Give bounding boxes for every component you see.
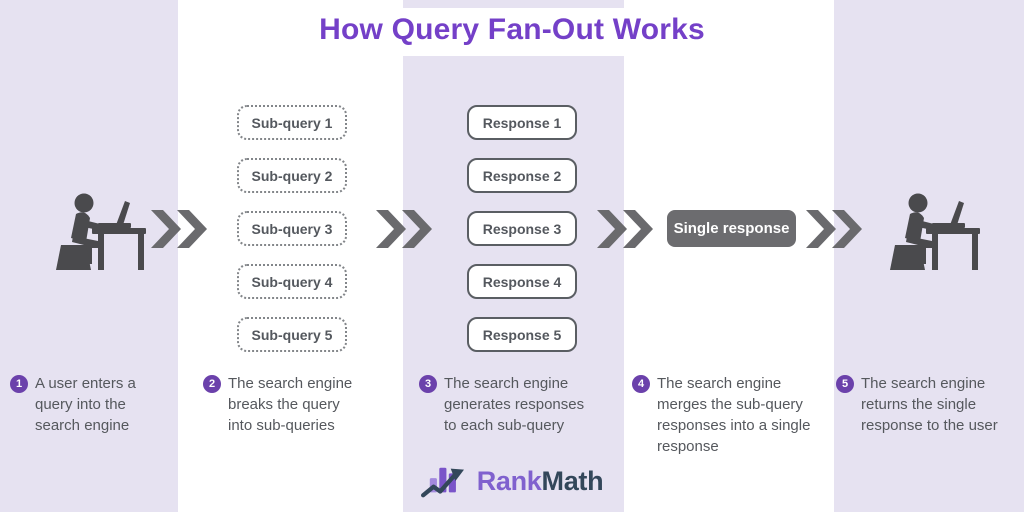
step-caption-3: 3 The search engine generates responses … <box>419 373 604 436</box>
step-number-badge: 1 <box>10 375 28 393</box>
sub-query-box: Sub-query 4 <box>237 264 347 299</box>
background-band-right <box>834 0 1024 512</box>
step-text: The search engine merges the sub-query r… <box>657 375 811 455</box>
step-number-badge: 4 <box>632 375 650 393</box>
step-caption-1: 1 A user enters a query into the search … <box>10 373 160 436</box>
double-chevron-right-icon <box>597 210 653 248</box>
background-band-middle <box>403 0 624 512</box>
sub-query-box: Sub-query 1 <box>237 105 347 140</box>
step-number-badge: 5 <box>836 375 854 393</box>
sub-query-box: Sub-query 3 <box>237 211 347 246</box>
step-caption-5: 5 The search engine returns the single r… <box>836 373 1016 436</box>
user-at-computer-icon <box>56 193 146 270</box>
step-caption-4: 4 The search engine merges the sub-query… <box>632 373 832 457</box>
single-response-box: Single response <box>667 210 796 247</box>
logo-math-text: Math <box>541 465 604 496</box>
page-title: How Query Fan-Out Works <box>319 13 705 46</box>
step-caption-2: 2 The search engine breaks the query int… <box>203 373 373 436</box>
bar-chart-growth-arrow-icon <box>420 467 464 498</box>
response-box: Response 1 <box>467 105 577 140</box>
step-text: The search engine generates responses to… <box>444 375 585 434</box>
response-box: Response 4 <box>467 264 577 299</box>
step-number-badge: 3 <box>419 375 437 393</box>
response-box: Response 2 <box>467 158 577 193</box>
double-chevron-right-icon <box>376 210 432 248</box>
step-number-badge: 2 <box>203 375 221 393</box>
sub-query-box: Sub-query 2 <box>237 158 347 193</box>
user-at-computer-icon <box>890 193 980 270</box>
title-background <box>183 8 827 56</box>
logo-rank-text: Rank <box>476 465 542 496</box>
step-text: A user enters a query into the search en… <box>35 375 136 434</box>
double-chevron-right-icon <box>151 210 207 248</box>
step-text: The search engine returns the single res… <box>861 375 998 434</box>
step-text: The search engine breaks the query into … <box>228 375 353 434</box>
response-box: Response 5 <box>467 317 577 352</box>
sub-query-box: Sub-query 5 <box>237 317 347 352</box>
double-chevron-right-icon <box>806 210 862 248</box>
rankmath-logo: RankMath <box>0 462 1024 500</box>
logo-wordmark: RankMath <box>477 466 604 497</box>
response-box: Response 3 <box>467 211 577 246</box>
